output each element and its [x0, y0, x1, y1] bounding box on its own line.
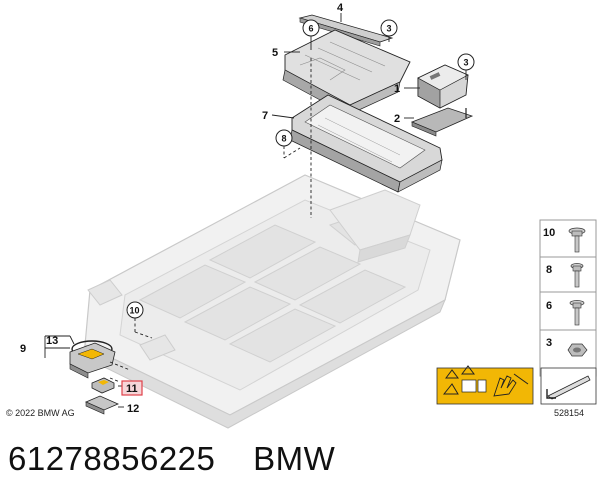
hand-icon: [493, 375, 517, 397]
screw-6-icon: [569, 300, 585, 326]
label-2: 2: [394, 113, 400, 125]
dashed-lines: [109, 58, 312, 383]
parts-diagram: 4 5 1 2 7 9 13 12 11 6 3 3 8 10 10 8 6 3: [6, 2, 597, 429]
nut-3-icon: [567, 343, 588, 357]
circled-label-8: 8: [275, 129, 293, 147]
svg-text:3: 3: [464, 58, 469, 68]
battery-housing: [81, 174, 461, 429]
part-info-footer: 61278856225 BMW: [8, 440, 592, 490]
svg-text:6: 6: [309, 24, 314, 34]
label-1: 1: [394, 83, 400, 95]
fastener-panel: 10 8 6 3: [539, 219, 597, 377]
arrow-icon: [546, 389, 556, 399]
label-9: 9: [20, 343, 26, 355]
warning-triangle-icon: [461, 365, 475, 375]
part-1-control-unit: [417, 64, 469, 109]
svg-text:8: 8: [282, 134, 287, 144]
circled-label-3-top: 3: [380, 19, 398, 37]
part-9-connector-module: [69, 340, 116, 379]
circled-label-10: 10: [126, 301, 144, 319]
circled-label-6: 6: [302, 19, 320, 37]
label-12: 12: [127, 403, 139, 415]
label-11-highlight: [121, 380, 143, 396]
screw-10-icon: [568, 227, 586, 253]
part-2-bracket: [410, 107, 474, 137]
panel-label-3: 3: [546, 337, 552, 349]
screw-8-icon: [570, 263, 584, 288]
info-icon: [477, 379, 487, 393]
lightning-triangle-icon: [442, 383, 459, 395]
label-7: 7: [262, 110, 268, 122]
part-11-fuse: [91, 377, 115, 394]
diagram-number: 528154: [554, 408, 584, 418]
panel-label-8: 8: [546, 264, 552, 276]
circled-label-3-right: 3: [457, 53, 475, 71]
part-number: 61278856225: [8, 440, 216, 477]
manual-icon: [461, 379, 477, 393]
label-13: 13: [46, 335, 58, 347]
brand-name: BMW: [253, 440, 336, 477]
label-5: 5: [272, 47, 278, 59]
panel-label-6: 6: [546, 300, 552, 312]
part-7-lower-tray: [289, 94, 443, 193]
part-5-upper-cover: [282, 29, 411, 116]
label-11: 11: [126, 383, 138, 395]
label-4: 4: [337, 2, 344, 14]
svg-text:10: 10: [130, 306, 140, 316]
lift-point-label: [540, 367, 597, 405]
panel-label-10: 10: [543, 227, 555, 239]
leader-lines: [44, 13, 467, 408]
copyright-text: © 2022 BMW AG: [6, 408, 75, 418]
high-voltage-warning-label: [436, 365, 534, 405]
svg-text:3: 3: [387, 24, 392, 34]
part-12-cover: [85, 395, 119, 415]
